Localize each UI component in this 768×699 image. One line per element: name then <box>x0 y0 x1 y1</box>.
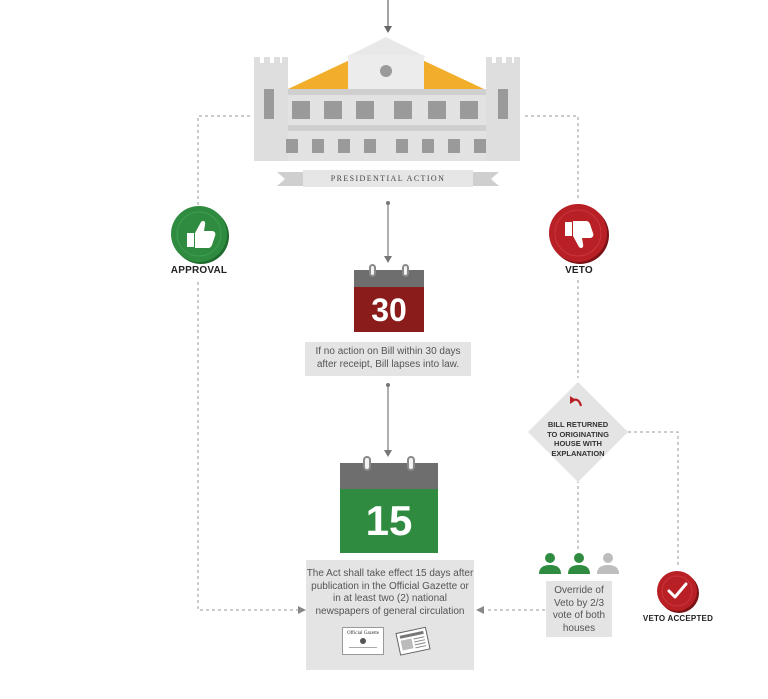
banner-ribbon-icon <box>277 170 499 187</box>
effect-line-2: publication in the Official Gazette or <box>311 580 469 592</box>
calendar-30-number: 30 <box>371 292 407 328</box>
lapse-line-2: after receipt, Bill lapses into law. <box>316 358 460 370</box>
check-icon <box>657 571 699 613</box>
lapse-rule-box: If no action on Bill within 30 days afte… <box>305 342 471 376</box>
veto-accepted-label: VETO ACCEPTED <box>642 614 714 623</box>
calendar-30-icon: 30 <box>354 264 424 332</box>
returned-line-1: BILL RETURNED <box>547 420 609 429</box>
thumbs-down-icon <box>549 204 609 264</box>
override-line-3: vote of both <box>552 610 606 621</box>
approval-label: APPROVAL <box>170 265 228 276</box>
calendar-15-number: 15 <box>365 497 413 544</box>
veto-label: VETO <box>565 265 593 276</box>
banner-label: PRESIDENTIAL ACTION <box>330 174 446 183</box>
returned-line-4: EXPLANATION <box>551 448 605 458</box>
override-line-2: Veto by 2/3 <box>553 597 605 609</box>
returned-text: BILL RETURNED TO ORIGINATING HOUSE WITH … <box>538 420 618 458</box>
effect-line-4: newspapers of general circulation <box>315 605 465 617</box>
presidential-building-icon <box>254 37 520 161</box>
effectivity-box: The Act shall take effect 15 days after … <box>306 560 474 670</box>
effect-line-1: The Act shall take effect 15 days after <box>306 568 474 579</box>
gazette-icon: Official Gazette <box>342 627 384 655</box>
lapse-line-1: If no action on Bill within 30 days <box>315 346 461 357</box>
override-line-1: Override of <box>554 585 604 596</box>
gazette-title: Official Gazette <box>347 631 379 636</box>
effect-line-3: in at least two (2) national <box>333 593 447 604</box>
thumbs-up-icon <box>171 206 229 264</box>
returned-line-3: HOUSE WITH <box>554 439 602 448</box>
returned-diamond <box>528 382 628 482</box>
returned-line-2: TO ORIGINATING <box>547 429 609 439</box>
calendar-15-icon: 15 <box>340 456 438 553</box>
override-line-4: houses <box>562 622 596 634</box>
people-icon <box>539 553 619 574</box>
override-box: Override of Veto by 2/3 vote of both hou… <box>546 581 612 637</box>
newspaper-icon <box>395 626 431 656</box>
